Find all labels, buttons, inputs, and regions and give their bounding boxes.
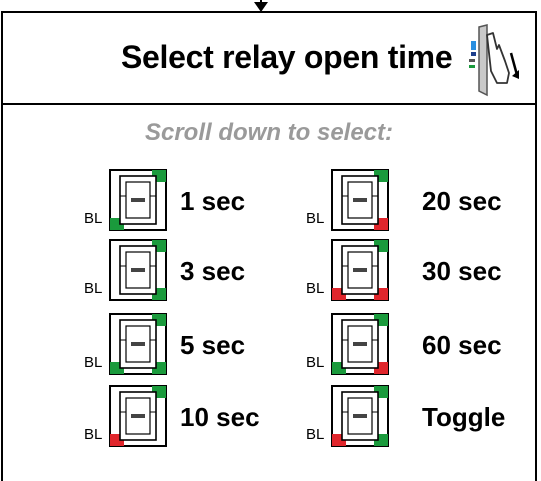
relay-option[interactable]: BL 20 sec: [306, 168, 541, 238]
relay-option[interactable]: BL Toggle: [306, 384, 541, 454]
relay-option[interactable]: BL 3 sec: [84, 238, 348, 308]
flow-arrow-head: [254, 2, 268, 12]
keypad-device-icon: [109, 169, 167, 231]
device-label: BL: [306, 354, 325, 371]
device-illustration: [330, 384, 390, 453]
option-label: Toggle: [422, 402, 506, 432]
relay-option[interactable]: BL 10 sec: [84, 384, 348, 454]
keypad-device-icon: [109, 385, 167, 447]
keypad-device-icon: [331, 169, 389, 231]
relay-option[interactable]: BL 5 sec: [84, 312, 348, 382]
device-illustration: [330, 168, 390, 237]
relay-time-panel: Select relay open time Scroll down to se…: [1, 11, 537, 481]
device-illustration: [108, 384, 168, 453]
device-label: BL: [84, 426, 103, 443]
device-illustration: [108, 168, 168, 237]
keypad-device-icon: [331, 385, 389, 447]
device-illustration: [108, 238, 168, 307]
option-label: 20 sec: [422, 186, 502, 216]
device-label: BL: [306, 426, 325, 443]
scroll-hint: Scroll down to select:: [144, 119, 394, 146]
device-label: BL: [84, 280, 103, 297]
device-label: BL: [306, 280, 325, 297]
option-label: 60 sec: [422, 330, 502, 360]
device-label: BL: [84, 354, 103, 371]
panel-header: Select relay open time: [3, 13, 535, 105]
relay-option[interactable]: BL 60 sec: [306, 312, 541, 382]
hand-scroll-icon: [469, 24, 519, 97]
relay-option[interactable]: BL 1 sec: [84, 168, 348, 238]
device-illustration: [330, 312, 390, 381]
device-label: BL: [306, 210, 325, 227]
keypad-device-icon: [331, 313, 389, 375]
device-illustration: [108, 312, 168, 381]
option-label: 1 sec: [180, 186, 246, 216]
relay-option[interactable]: BL 30 sec: [306, 238, 541, 308]
device-label: BL: [84, 210, 103, 227]
keypad-device-icon: [109, 313, 167, 375]
keypad-device-icon: [109, 239, 167, 301]
option-label: 5 sec: [180, 330, 246, 360]
option-label: 3 sec: [180, 256, 246, 286]
keypad-device-icon: [331, 239, 389, 301]
device-illustration: [330, 238, 390, 307]
option-label: 10 sec: [180, 402, 260, 432]
page-title: Select relay open time: [121, 39, 453, 75]
option-label: 30 sec: [422, 256, 502, 286]
